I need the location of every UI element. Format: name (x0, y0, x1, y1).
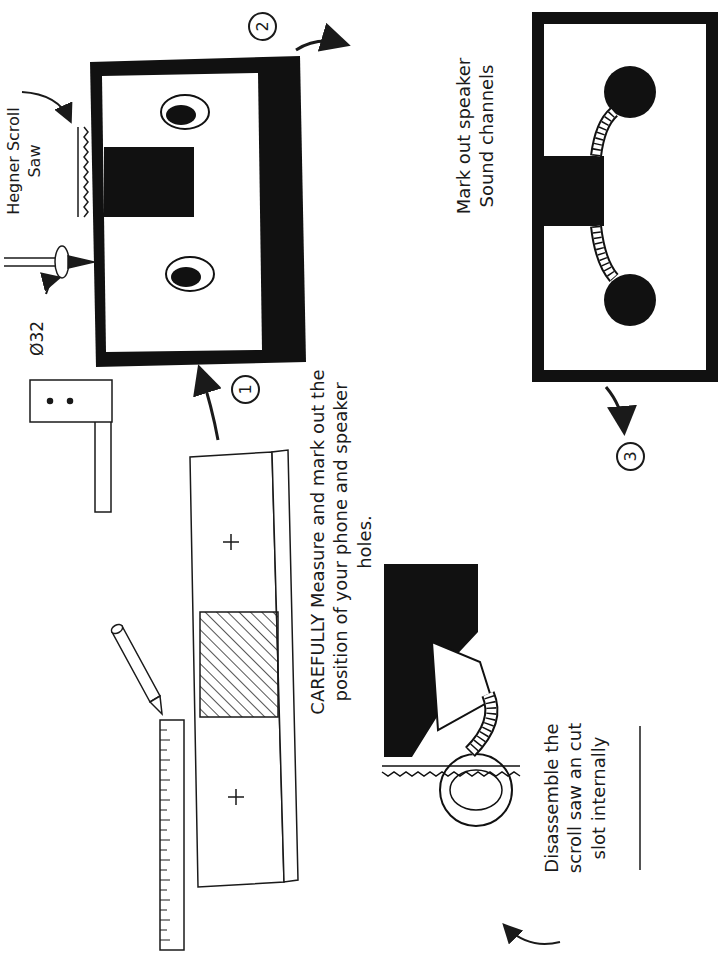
tool-label: Hegner Scroll Saw (4, 105, 46, 217)
callout-circle: 2 (248, 12, 277, 41)
rotation-arrow (505, 926, 560, 944)
callout-circle: 1 (231, 375, 260, 404)
leader-arrow (46, 278, 58, 294)
step-arrow (296, 41, 345, 50)
step-number: 3 (621, 451, 640, 461)
step-arrow (606, 387, 624, 430)
step-number: 2 (253, 21, 272, 31)
marked-board (538, 18, 712, 376)
step-note: Mark out speaker Sound channels (452, 45, 499, 227)
wood-board (190, 450, 298, 887)
drilled-workpiece (90, 56, 306, 367)
step-number: 1 (236, 384, 255, 394)
dimension: Ø32 (26, 321, 48, 356)
underline (639, 726, 641, 870)
step-note: CAREFULLY Measure and mark out the posit… (306, 367, 376, 717)
scroll-saw-cut (382, 564, 520, 826)
pencil (110, 623, 162, 714)
drill-bit (4, 246, 94, 278)
step-arrow (200, 370, 218, 440)
leader-arrow (22, 92, 70, 120)
try-square (30, 380, 112, 512)
step-note: Disassemble the scroll saw an cut slot i… (540, 722, 610, 874)
ruler (160, 720, 184, 950)
saw-blade (78, 127, 88, 217)
callout-circle: 3 (616, 442, 645, 471)
